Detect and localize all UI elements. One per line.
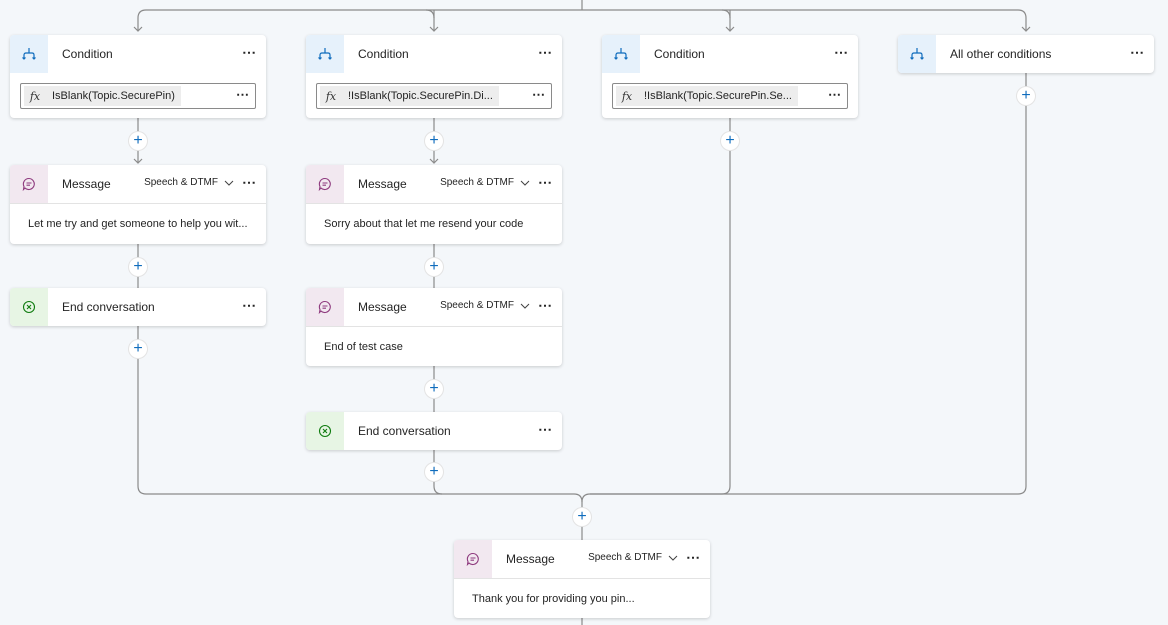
condition-expression-text: !IsBlank(Topic.SecurePin.Se... [638,86,798,106]
message-title: Message [62,177,111,191]
message-icon [306,165,344,203]
add-node-button[interactable]: + [129,132,147,150]
message-title: Message [358,300,407,314]
more-options-button[interactable]: ⋯ [242,44,256,60]
condition-icon [10,35,48,73]
condition-icon [602,35,640,73]
condition-icon [898,35,936,73]
end-conversation-icon [306,412,344,450]
message-text[interactable]: End of test case [306,326,562,367]
speech-mode-label: Speech & DTMF [440,300,514,311]
fx-icon: fx [320,86,342,106]
more-options-button[interactable]: ⋯ [1130,44,1144,60]
condition-title: Condition [62,47,113,61]
condition-node-2[interactable]: Condition ⋯ fx !IsBlank(Topic.SecurePin.… [306,35,562,118]
speech-mode-label: Speech & DTMF [440,177,514,188]
add-node-button[interactable]: + [573,508,591,526]
message-icon [306,288,344,326]
more-options-button[interactable]: ⋯ [834,44,848,60]
condition-node-1[interactable]: Condition ⋯ fx IsBlank(Topic.SecurePin) … [10,35,266,118]
all-other-conditions-node[interactable]: All other conditions ⋯ [898,35,1154,73]
condition-expression-field[interactable]: fx !IsBlank(Topic.SecurePin.Se... ⋯ [612,83,848,109]
more-options-button[interactable]: ⋯ [686,549,700,565]
message-icon [454,540,492,578]
condition-title: Condition [654,47,705,61]
end-conversation-title: End conversation [358,424,451,438]
add-node-button[interactable]: + [129,340,147,358]
add-node-button[interactable]: + [129,258,147,276]
condition-expression-text: IsBlank(Topic.SecurePin) [46,86,181,106]
more-options-button[interactable]: ⋯ [242,297,256,313]
chevron-down-icon [520,303,530,309]
condition-title: All other conditions [950,47,1052,61]
speech-mode-label: Speech & DTMF [144,177,218,188]
condition-expression-field[interactable]: fx IsBlank(Topic.SecurePin) ⋯ [20,83,256,109]
message-text[interactable]: Sorry about that let me resend your code [306,203,562,244]
speech-mode-dropdown[interactable]: Speech & DTMF [144,177,234,188]
add-node-button[interactable]: + [425,380,443,398]
more-options-button[interactable]: ⋯ [538,421,552,437]
speech-mode-dropdown[interactable]: Speech & DTMF [440,177,530,188]
add-node-button[interactable]: + [425,258,443,276]
condition-expression-field[interactable]: fx !IsBlank(Topic.SecurePin.Di... ⋯ [316,83,552,109]
chevron-down-icon [668,555,678,561]
speech-mode-dropdown[interactable]: Speech & DTMF [588,552,678,563]
expression-more-button[interactable]: ⋯ [828,87,841,102]
speech-mode-dropdown[interactable]: Speech & DTMF [440,300,530,311]
fx-icon: fx [616,86,638,106]
chevron-down-icon [520,180,530,186]
add-node-button[interactable]: + [425,463,443,481]
final-message-node[interactable]: Message Speech & DTMF ⋯ Thank you for pr… [454,540,710,618]
condition-title: Condition [358,47,409,61]
more-options-button[interactable]: ⋯ [538,174,552,190]
message-title: Message [358,177,407,191]
more-options-button[interactable]: ⋯ [538,297,552,313]
message-node[interactable]: Message Speech & DTMF ⋯ End of test case [306,288,562,366]
condition-expression-text: !IsBlank(Topic.SecurePin.Di... [342,86,499,106]
add-node-button[interactable]: + [425,132,443,150]
expression-more-button[interactable]: ⋯ [532,87,545,102]
fx-icon: fx [24,86,46,106]
add-node-button[interactable]: + [1017,87,1035,105]
condition-icon [306,35,344,73]
add-node-button[interactable]: + [721,132,739,150]
end-conversation-title: End conversation [62,300,155,314]
end-conversation-node[interactable]: End conversation ⋯ [10,288,266,326]
condition-node-3[interactable]: Condition ⋯ fx !IsBlank(Topic.SecurePin.… [602,35,858,118]
chevron-down-icon [224,180,234,186]
message-icon [10,165,48,203]
more-options-button[interactable]: ⋯ [538,44,552,60]
message-text[interactable]: Let me try and get someone to help you w… [10,203,266,244]
end-conversation-node[interactable]: End conversation ⋯ [306,412,562,450]
message-node[interactable]: Message Speech & DTMF ⋯ Let me try and g… [10,165,266,244]
more-options-button[interactable]: ⋯ [242,174,256,190]
message-title: Message [506,552,555,566]
speech-mode-label: Speech & DTMF [588,552,662,563]
message-text[interactable]: Thank you for providing you pin... [454,578,710,619]
end-conversation-icon [10,288,48,326]
message-node[interactable]: Message Speech & DTMF ⋯ Sorry about that… [306,165,562,244]
expression-more-button[interactable]: ⋯ [236,87,249,102]
